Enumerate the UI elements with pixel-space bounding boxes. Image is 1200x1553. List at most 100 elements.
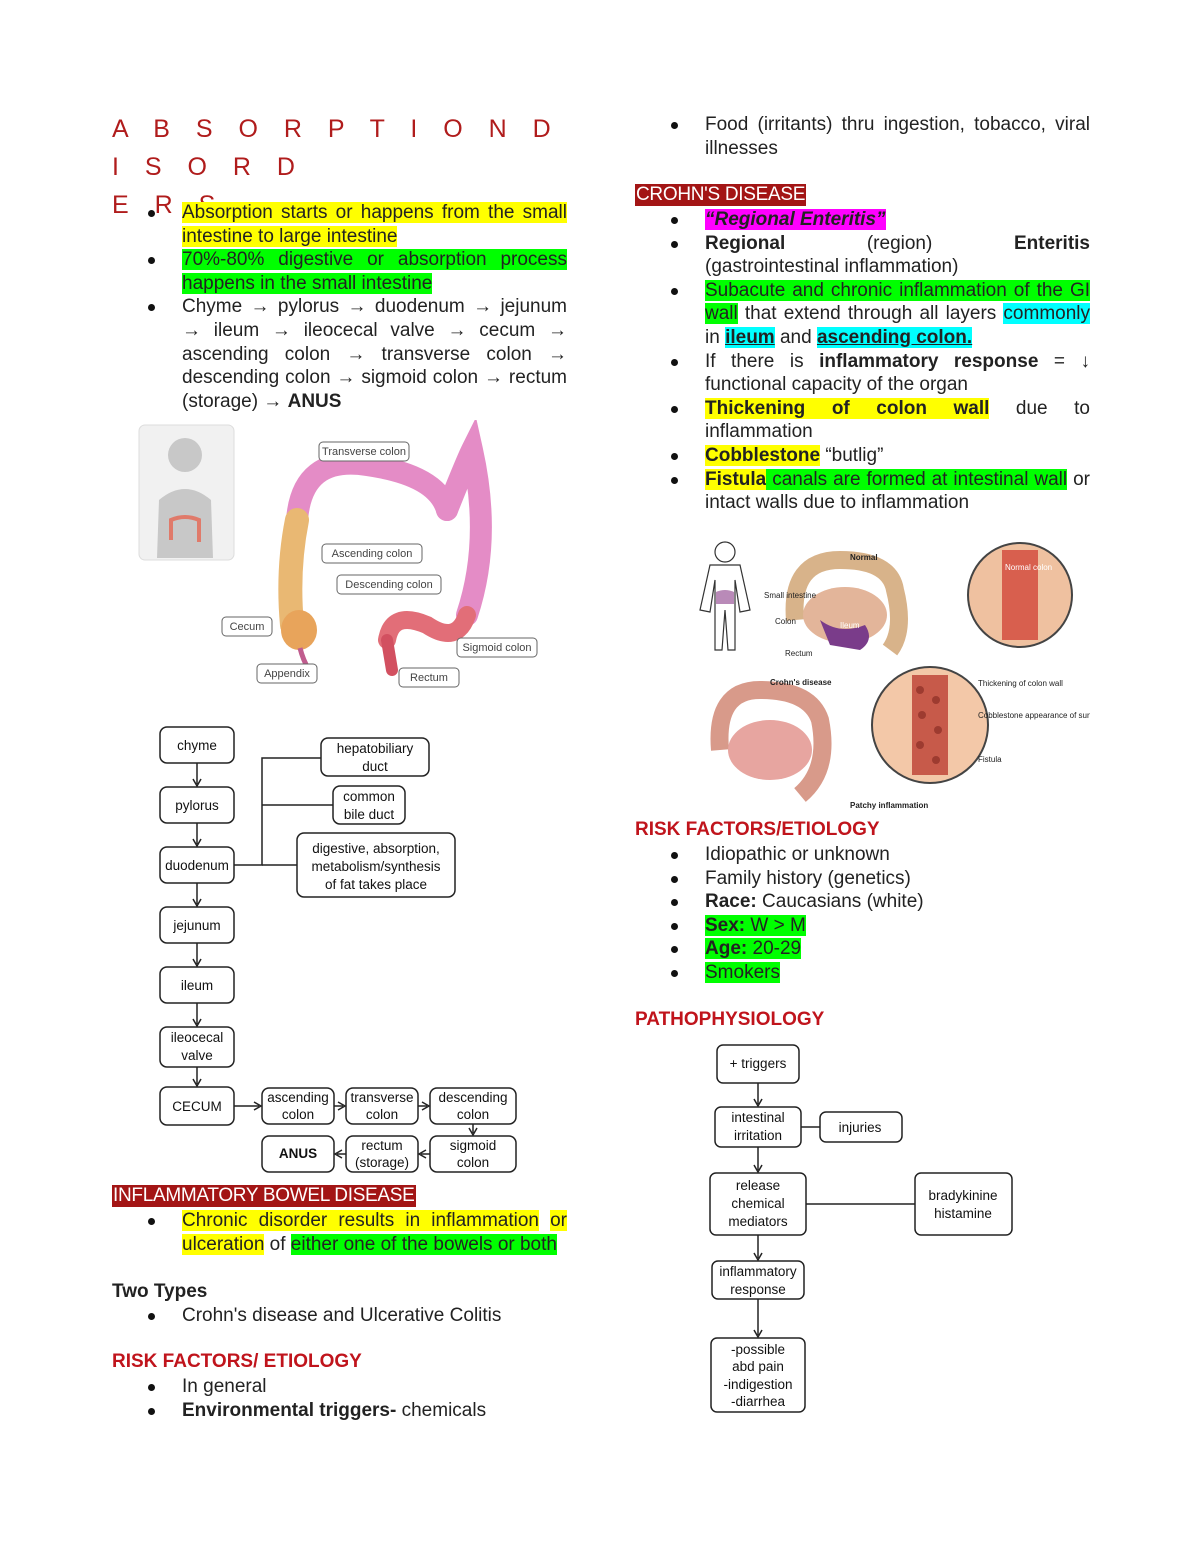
label-fistula: Fistula (978, 755, 1002, 764)
label-sigmoid-colon: Sigmoid colon (462, 642, 531, 654)
list-item: Smokers (635, 961, 1090, 985)
transverse-colon-shape (286, 452, 458, 531)
descending-colon-shape (436, 420, 492, 626)
node-desc-2: colon (457, 1107, 489, 1122)
bullet-text: “Regional Enteritis” (705, 209, 886, 230)
ascending-colon-shape (278, 508, 309, 637)
list-item: Food (irritants) thru ingestion, tobacco… (635, 113, 1090, 160)
node-irritation-2: irritation (734, 1128, 782, 1143)
label-transverse-colon: Transverse colon (322, 446, 406, 458)
bullet-text: chemicals (396, 1399, 487, 1421)
node-jejunum: jejunum (172, 918, 220, 933)
two-types-label: Two Types (112, 1281, 208, 1302)
bullet-text-bold: Enteritis (1013, 232, 1090, 254)
connector-hepato (234, 757, 321, 866)
node-rectum-1: rectum (361, 1138, 402, 1153)
list-item: Idiopathic or unknown (635, 843, 1090, 867)
label-normal-colon: Normal colon (1005, 563, 1052, 572)
bullet-text: and (774, 326, 817, 348)
node-outcome-3: -indigestion (723, 1377, 792, 1392)
ibd-heading: INFLAMMATORY BOWEL DISEASE (112, 1185, 416, 1207)
ileum-highlight (820, 620, 869, 650)
node-outcome-1: -possible (731, 1342, 785, 1357)
bullet-text: Smokers (705, 961, 780, 983)
bullet-text: (gastrointestinal inflammation) (705, 256, 959, 278)
bullet-text: In general (182, 1376, 267, 1397)
silhouette-colon (169, 515, 201, 542)
list-item: Sex: W > M (635, 914, 1090, 938)
node-asc-1: ascending (267, 1090, 329, 1105)
list-item: Subacute and chronic inflammation of the… (635, 279, 1090, 350)
cecum-shape (281, 610, 317, 650)
bullet-text: (region) (866, 232, 933, 254)
node-inflammatory-2: response (730, 1282, 786, 1297)
bullet-text-bold: Age: (705, 938, 748, 960)
bullet-text: that extend through all layers (737, 303, 1004, 325)
bullet-text: W > M (745, 914, 806, 936)
node-asc-2: colon (282, 1107, 314, 1122)
crohn-figure-labels: Normal Small intestine Colon Rectum Ileu… (764, 553, 1090, 810)
list-item: Regional (region) Enteritis (gastrointestin… (635, 232, 1090, 279)
crohn-heading: CROHN'S DISEASE (635, 184, 807, 206)
risk-list-right: Idiopathic or unknown Family history (ge… (635, 843, 1090, 985)
list-item: Crohn's disease and Ulcerative Colitis (112, 1304, 567, 1328)
node-outcome-4: -diarrhea (731, 1394, 786, 1409)
list-item: Chyme → pylorus → duodenum → jejunum → i… (112, 295, 567, 413)
node-release-3: mediators (728, 1214, 788, 1229)
bullet-text: = ↓ functional capacity of the organ (705, 350, 1090, 396)
node-brady-1: bradykinine (928, 1188, 997, 1203)
bullet-text-bold: Regional (705, 232, 786, 254)
node-sig-1: sigmoid (450, 1138, 497, 1153)
label-rectum: Rectum (410, 672, 448, 684)
crohns-illustration: Normal Small intestine Colon Rectum Ileu… (699, 541, 1090, 810)
label-descending-colon: Descending colon (345, 579, 432, 591)
node-digest-2: metabolism/synthesis (311, 859, 440, 874)
label-appendix: Appendix (264, 668, 310, 680)
patho-arrows (753, 1083, 915, 1339)
chain-arrows (192, 763, 202, 1088)
node-release-1: release (736, 1178, 780, 1193)
irritants-list: Food (irritants) thru ingestion, tobacco… (635, 113, 1090, 160)
label-normal: Normal (850, 553, 878, 562)
bullet-text: Food (irritants) thru ingestion, tobacco… (705, 114, 1090, 159)
list-item: Absorption starts or happens from the sm… (112, 201, 567, 248)
label-ascending-colon: Ascending colon (332, 548, 413, 560)
bullet-text-bold: ascending colon. (816, 326, 973, 348)
digestion-flowchart: chyme pylorus duodenum jejunum ileum ile… (159, 726, 517, 1173)
label-small-intestine: Small intestine (764, 591, 817, 600)
sigmoid-colon-shape (378, 606, 476, 649)
two-types-list: Crohn's disease and Ulcerative Colitis (112, 1304, 567, 1328)
crohn-bullets: “Regional Enteritis” Regional (region) Ent… (635, 208, 1090, 515)
node-triggers: + triggers (730, 1056, 787, 1071)
label-rectum: Rectum (785, 649, 813, 658)
bullet-text: or intact walls due to inflammation (705, 468, 1090, 514)
bullet-text: Absorption starts or happens from the sm… (182, 202, 567, 247)
node-digest-3: of fat takes place (325, 877, 427, 892)
node-ileocecal-1: ileocecal (171, 1030, 224, 1045)
colon-labels: Transverse colon Ascending colon Descend… (221, 441, 538, 688)
bullet-text-bold: Fistula (705, 468, 767, 490)
label-thickening: Thickening of colon wall (978, 679, 1063, 688)
label-colon: Colon (775, 617, 796, 626)
bullet-text: 70%-80% digestive or absorption process … (182, 249, 567, 294)
crohn-colon-shape (710, 680, 832, 802)
node-trans-1: transverse (350, 1090, 413, 1105)
bullet-text-bold: Environmental triggers- (182, 1399, 397, 1421)
page-title: A B S O R P T I O N D I S O R D E R S (112, 110, 567, 224)
bullet-text: “butlig” (820, 444, 884, 466)
bullet-text: Chronic disorder results in inflammation (182, 1210, 539, 1231)
colon-anatomy-figure: Transverse colon Ascending colon Descend… (138, 420, 538, 688)
list-item: In general (112, 1375, 567, 1399)
bullet-text: canals are formed at intestinal wall (766, 468, 1068, 490)
bullet-text: Caucasians (white) (756, 891, 924, 913)
node-sig-2: colon (457, 1155, 489, 1170)
node-chyme: chyme (177, 738, 217, 753)
bullet-text-bold: Sex: (705, 914, 746, 936)
rectum-shape (381, 634, 398, 676)
node-duodenum: duodenum (165, 858, 229, 873)
list-item: Fistula canals are formed at intestinal … (635, 468, 1090, 515)
human-outline (699, 541, 751, 651)
bullet-text-bold: Race: (705, 891, 757, 913)
silhouette-body (157, 489, 213, 558)
label-patchy: Patchy inflammation (850, 801, 928, 810)
